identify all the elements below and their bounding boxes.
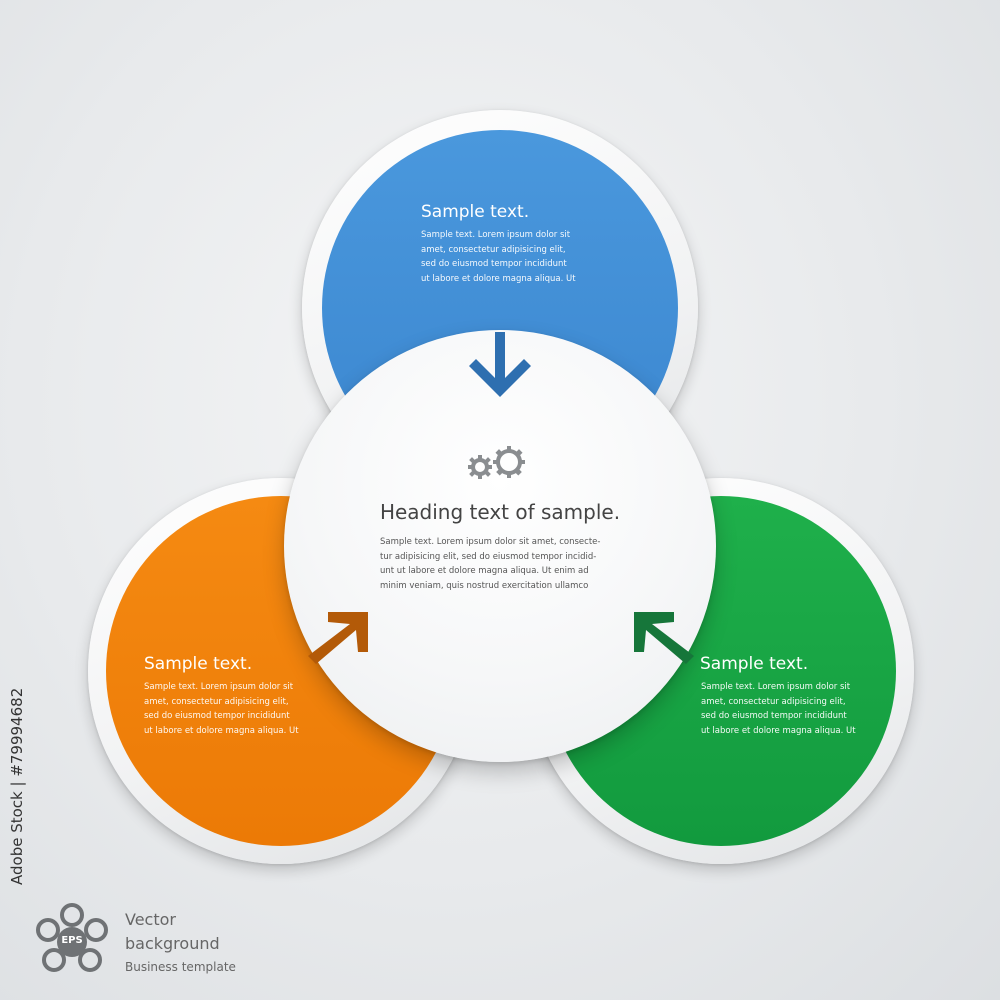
left-block-body: Sample text. Lorem ipsum dolor sit amet,… (144, 682, 299, 736)
center-circle (284, 330, 716, 762)
top-block-body: Sample text. Lorem ipsum dolor sit amet,… (421, 230, 576, 284)
side-stock-id: Adobe Stock | #79994682 (8, 687, 26, 885)
gears-icon (468, 446, 525, 479)
footer-line-3: Business template (125, 960, 236, 974)
footer-line-2: background (125, 934, 220, 953)
eps-flower-icon (36, 903, 108, 972)
eps-badge-label: EPS (61, 935, 83, 946)
right-up-left-arrow-icon (634, 612, 694, 664)
left-up-right-arrow-icon (308, 612, 368, 664)
center-body: Sample text. Lorem ipsum dolor sit amet,… (380, 537, 601, 591)
footer-line-1: Vector (125, 910, 176, 929)
top-down-arrow-icon (469, 332, 531, 397)
top-block-title: Sample text. (421, 202, 530, 222)
left-block-title: Sample text. (144, 654, 253, 674)
center-heading: Heading text of sample. (379, 500, 621, 524)
right-block-body: Sample text. Lorem ipsum dolor sit amet,… (701, 682, 856, 736)
right-block-title: Sample text. (700, 654, 809, 674)
